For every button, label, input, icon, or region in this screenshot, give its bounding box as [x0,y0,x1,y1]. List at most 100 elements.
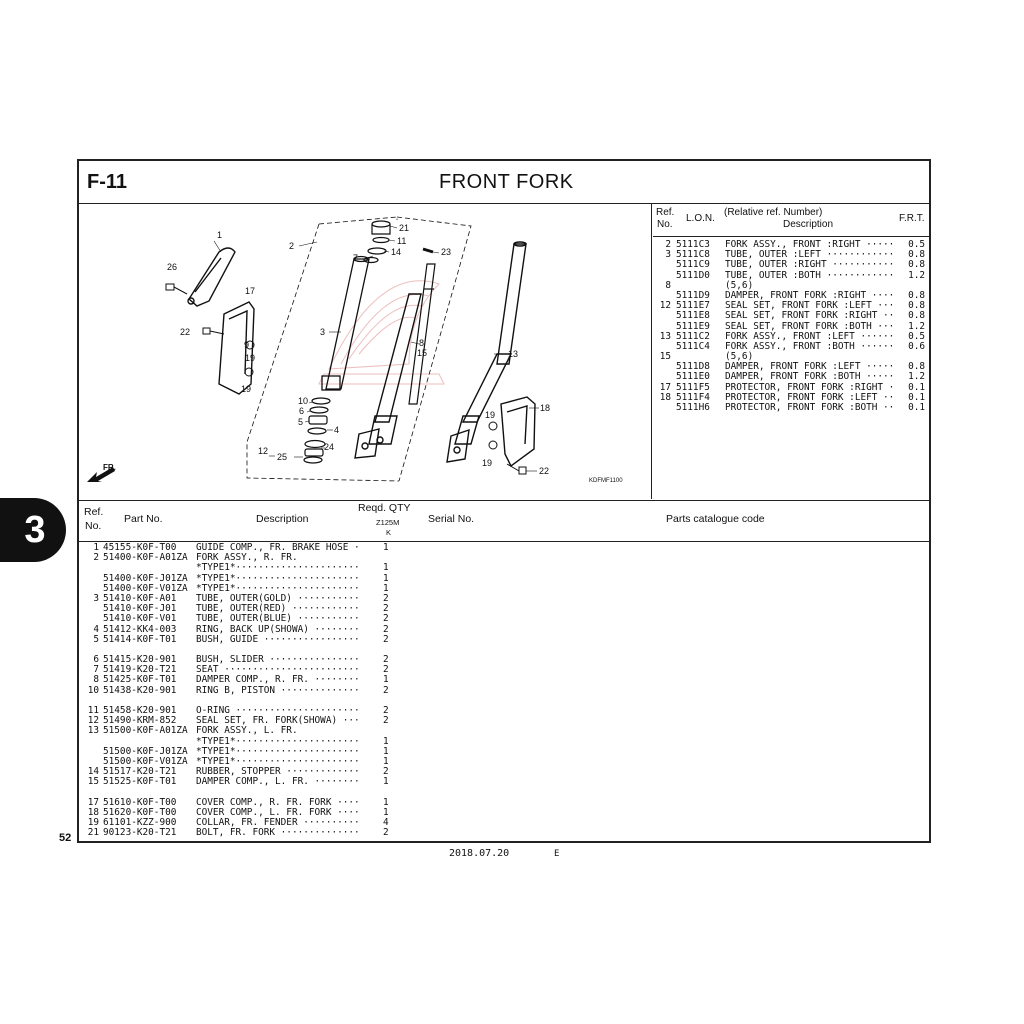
part-number: 61101-KZZ-900 [103,817,177,829]
part-ref-no: 17 [87,796,99,808]
part-description: *TYPE1*······················ [196,755,360,767]
lon-code: 5111D9 [676,289,710,301]
part-description: RUBBER, STOPPER ············· [196,766,360,778]
part-number: 51412-KK4-003 [103,623,177,635]
ref-header-ref: Ref. [656,207,675,218]
part-number: 51500-K0F-V01ZA [103,755,188,767]
part-description: *TYPE1*······················ [196,582,360,594]
part-description: BUSH, GUIDE ················· [196,633,360,645]
ref-header-desc: Description [783,219,834,230]
part-description: RING, BACK UP(SHOWA) ········ [196,623,360,635]
frt-value: 0.8 [908,249,925,261]
exploded-diagram: 1 2 3 4 5 6 7 8 9 10 11 12 13 14 15 17 1… [79,204,652,499]
parts-header-qty: Reqd. QTY [358,502,411,514]
part-description: TUBE, OUTER(RED) ············ [196,603,360,615]
inner-tube-part [321,255,370,391]
part-description: *TYPE1*······················ [196,562,360,574]
callout-17: 17 [245,286,255,296]
callout-19-b: 19 [241,384,251,394]
callout-26: 26 [167,262,177,272]
part-qty: 1 [383,572,389,584]
part-ref-no: 6 [93,654,99,666]
part-number: 51500-K0F-J01ZA [103,745,188,757]
frt-value: 0.8 [908,289,925,301]
part-ref-no: 7 [93,664,99,676]
lon-code: 5111C3 [676,239,710,250]
ref-no: 2 [665,239,671,250]
ref-description: PROTECTOR, FRONT FORK :RIGHT · [725,381,895,393]
parts-header-model: Z125M [376,518,400,527]
sheet-header: F-11 FRONT FORK [79,161,929,204]
frt-value: 0.8 [908,361,925,373]
ref-description: FORK ASSY., FRONT :LEFT ······ [725,330,895,342]
ref-no: 12 [659,300,671,312]
part-description: DAMPER COMP., L. FR. ········ [196,776,360,788]
callout-22-right: 22 [539,466,549,476]
part-number: 51410-K0F-J01 [103,603,177,615]
callout-labels: 1 2 3 4 5 6 7 8 9 10 11 12 13 14 15 17 1… [167,223,550,476]
lon-code: 5111C2 [676,330,710,342]
callout-21: 21 [399,223,409,233]
part-ref-no: 5 [93,633,99,645]
damper-rod-part [408,263,436,405]
table-row: 51400-K0F-J01ZA*TYPE1*··················… [79,572,929,584]
ref-table-header: Ref. No. L.O.N. (Relative ref. Number) D… [653,204,929,237]
callout-22-left: 22 [180,327,190,337]
ref-number-panel: Ref. No. L.O.N. (Relative ref. Number) D… [653,204,929,499]
part-number: 51419-K20-T21 [103,664,177,676]
lon-code: 5111E8 [676,310,710,322]
part-qty: 1 [383,745,389,757]
direction-label: FR. [103,463,116,472]
part-description: BUSH, SLIDER ················ [196,654,360,666]
frt-value: 0.8 [908,300,925,312]
callout-24: 24 [324,442,334,452]
lon-code: 5111C9 [676,259,710,271]
part-qty: 2 [383,623,389,635]
frt-value: 1.2 [908,269,925,281]
part-ref-no: 21 [87,827,99,839]
part-qty: 2 [383,613,389,625]
table-row: 6 51415-K20-901 BUSH, SLIDER ·············… [79,654,929,666]
lon-code: 5111E7 [676,300,710,312]
hose-guide-part [187,247,236,307]
footer-edition: E [554,849,560,859]
front-direction-arrow-icon: FR. [87,463,116,482]
part-number: 51425-K0F-T01 [103,674,177,686]
frt-value: 0.1 [908,391,925,403]
callout-2: 2 [289,241,294,251]
part-description: *TYPE1*······················ [196,745,360,757]
table-row: 51500-K0F-J01ZA *TYPE1*··················… [79,745,929,757]
part-description: COVER COMP., R. FR. FORK ···· [196,796,360,808]
parts-table-header: Ref. No. Part No. Description Reqd. QTY … [79,500,929,542]
part-description: FORK ASSY., L. FR. [196,725,298,737]
lon-code: 5111F5 [676,381,710,393]
table-row: 51400-K0F-V01ZA*TYPE1*··················… [79,582,929,594]
callout-leaders [269,225,539,472]
ref-no: 15 [659,351,671,363]
callout-7: 7 [353,253,358,263]
ref-table-row: 8(5,6) [659,280,925,291]
callout-3: 3 [320,327,325,337]
callout-11: 11 [397,236,406,246]
part-number: 51415-K20-901 [103,654,177,666]
parts-header-description: Description [256,513,309,525]
part-description: FORK ASSY., R. FR. [196,552,298,564]
callout-25: 25 [277,452,287,462]
part-description: TUBE, OUTER(BLUE) ··········· [196,613,360,625]
bolt-22-right-part [506,463,527,475]
part-description: *TYPE1*······················ [196,572,360,584]
part-description: O-RING ······················ [196,705,360,716]
part-ref-no: 12 [87,715,99,727]
part-number: 51414-K0F-T01 [103,633,177,645]
